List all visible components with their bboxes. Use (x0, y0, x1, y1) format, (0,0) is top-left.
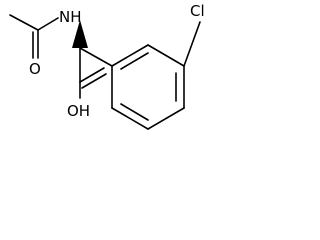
atom-label-hydroxyl: OH (67, 102, 90, 120)
ring-bond-4 (147, 107, 185, 130)
bond-carboxyl-oxygen-a (79, 67, 105, 83)
molecule-canvas: NH O OH Cl (0, 0, 218, 155)
ring-inner-bond-3 (120, 103, 149, 121)
ring-bond-2 (147, 44, 185, 67)
ring-bond-1 (111, 44, 149, 67)
bond-methyl-carbonyl (9, 14, 39, 31)
bond-carboxyl-oxygen-b (81, 73, 107, 89)
atom-label-chlorine: Cl (190, 2, 205, 20)
molecule-diagram: NH O OH Cl (9, 2, 205, 130)
atom-label-nh: NH (59, 8, 82, 26)
bond-ring-chlorine (183, 21, 201, 67)
ring-bond-5 (111, 107, 149, 130)
bond-alpha-ring (79, 47, 113, 67)
atom-label-acetyl-oxygen: O (29, 60, 41, 78)
bond-nitrogen-alpha-wedge (72, 20, 88, 48)
ring-inner-bond-1 (120, 52, 149, 70)
bond-carbonyl-nitrogen (37, 17, 59, 31)
